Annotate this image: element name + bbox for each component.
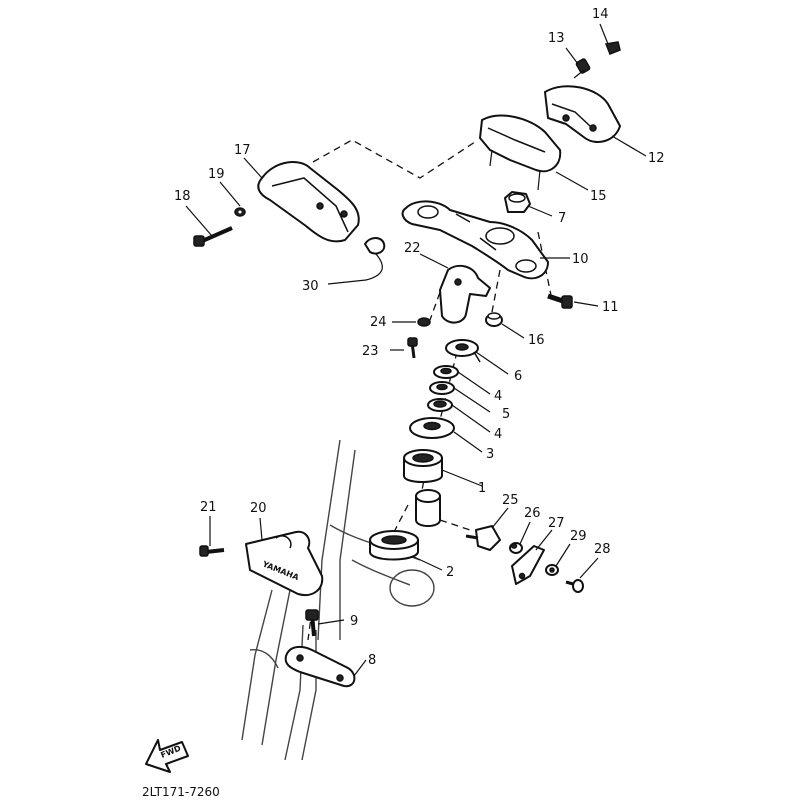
part-16-collar	[485, 312, 503, 327]
part-8-bracket	[284, 645, 356, 688]
part-18-bolt	[193, 226, 233, 247]
part-14-cap	[604, 41, 621, 55]
part-4-washer-lower	[427, 398, 453, 412]
leader-lines	[185, 23, 647, 677]
part-25-switch	[465, 525, 501, 551]
part-1-bearing	[403, 449, 443, 483]
callout-25: 25	[502, 493, 519, 508]
callout-18: 18	[174, 189, 191, 204]
callout-27: 27	[548, 516, 565, 531]
part-4-washer-upper	[433, 365, 459, 379]
callout-20: 20	[250, 501, 267, 516]
part-23-bolt	[407, 337, 418, 359]
callout-3: 3	[486, 447, 494, 462]
part-13-bolt	[573, 58, 591, 79]
part-27-plate	[511, 545, 545, 585]
part-11-bolt	[547, 293, 573, 309]
callout-24: 24	[370, 315, 387, 330]
callout-4-upper: 4	[494, 389, 502, 404]
part-5-ring-nut	[429, 381, 455, 395]
part-3-bearing-cover	[409, 417, 455, 439]
drawing-code: 2LT171-7260	[142, 785, 220, 799]
part-29-washer	[545, 564, 559, 576]
callout-2: 2	[446, 565, 454, 580]
part-6-lock-washer	[445, 339, 481, 363]
callout-23: 23	[362, 344, 379, 359]
callout-14: 14	[592, 7, 609, 22]
part-17-crown-plate	[257, 161, 360, 243]
part-24-nut	[417, 317, 431, 327]
part-19-washer	[234, 207, 246, 217]
frame-outline	[241, 439, 435, 761]
part-21-bolt	[199, 545, 225, 557]
callout-15: 15	[590, 189, 607, 204]
callout-1: 1	[478, 481, 486, 496]
callout-22: 22	[404, 241, 421, 256]
callout-12: 12	[648, 151, 665, 166]
callout-7: 7	[558, 211, 566, 226]
part-10-under-bracket	[401, 200, 549, 280]
part-stem-collar	[415, 489, 441, 527]
part-12-handlebar-holder-cap	[544, 85, 621, 143]
callout-16: 16	[528, 333, 545, 348]
callout-17: 17	[234, 143, 251, 158]
forward-arrow-icon: FWD	[145, 739, 189, 773]
callout-29: 29	[570, 529, 587, 544]
callout-6: 6	[514, 369, 522, 384]
part-2-lower-bearing	[369, 530, 419, 561]
callout-11: 11	[602, 300, 619, 315]
callout-21: 21	[200, 500, 217, 515]
callout-19: 19	[208, 167, 225, 182]
callout-28: 28	[594, 542, 611, 557]
callout-8: 8	[368, 653, 376, 668]
part-7-steering-nut	[504, 191, 531, 213]
callout-labels: 1 2 3 4 4 5 6 7 8 9 10 11 12 13 14 15 16…	[174, 7, 665, 668]
part-15-handlebar-holder	[479, 114, 562, 191]
callout-10: 10	[572, 252, 589, 267]
part-9-bolt	[305, 609, 319, 637]
part-28-screw	[565, 579, 584, 593]
callout-4-lower: 4	[494, 427, 502, 442]
callout-30: 30	[302, 279, 319, 294]
callout-26: 26	[524, 506, 541, 521]
callout-13: 13	[548, 31, 565, 46]
callout-9: 9	[350, 614, 358, 629]
part-22-bracket	[439, 264, 491, 324]
part-30-clamp	[364, 237, 386, 281]
callout-5: 5	[502, 407, 510, 422]
part-20-emblem-plate	[245, 530, 324, 596]
part-26-grommet	[509, 542, 523, 554]
